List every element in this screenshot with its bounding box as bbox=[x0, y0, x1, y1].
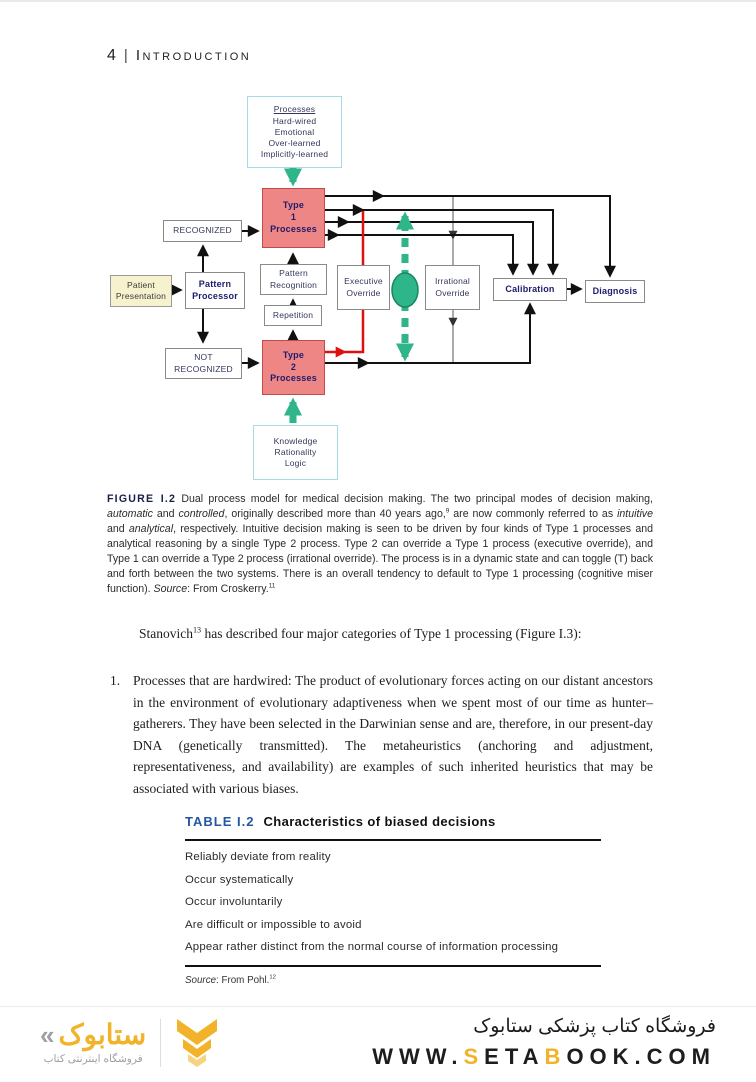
setabook-logo: « ستابوک فروشگاه اینترنتی کتاب bbox=[40, 1017, 219, 1069]
box-type1-processes: Type 1 Processes bbox=[262, 188, 325, 248]
box-pattern-recognition: Pattern Recognition bbox=[260, 264, 327, 295]
table-row: Reliably deviate from reality bbox=[185, 851, 331, 863]
logo-wordmark: ستابوک bbox=[58, 1019, 147, 1050]
list-item-text: Processes that are hardwired: The produc… bbox=[133, 673, 653, 796]
table-source: Source: From Pohl.12 bbox=[185, 974, 276, 986]
page-header: 4 | Introduction bbox=[107, 47, 251, 65]
box-hardwired-processes: Processes Hard-wired Emotional Over-lear… bbox=[247, 96, 342, 168]
table-row: Are difficult or impossible to avoid bbox=[185, 918, 362, 931]
box-recognized: RECOGNIZED bbox=[163, 220, 242, 242]
footer-right: فروشگاه کتاب پزشکی ستابوک WWW.SETABOOK.C… bbox=[372, 1015, 716, 1070]
box-irrational-override: Irrational Override bbox=[425, 265, 480, 310]
logo-caption: فروشگاه اینترنتی کتاب bbox=[43, 1053, 143, 1065]
box-type2-processes: Type 2 Processes bbox=[262, 340, 325, 395]
box-repetition: Repetition bbox=[264, 305, 322, 326]
processes-list: Hard-wired Emotional Over-learned Implic… bbox=[260, 115, 329, 160]
footer-url: WWW.SETABOOK.COM bbox=[372, 1044, 716, 1069]
box-patient-presentation: Patient Presentation bbox=[110, 275, 172, 307]
processes-title: Processes bbox=[273, 103, 316, 114]
header-separator: | bbox=[123, 47, 129, 64]
list-item-number: 1. bbox=[110, 673, 121, 688]
logo-wordmark-block: « ستابوک فروشگاه اینترنتی کتاب bbox=[40, 1019, 147, 1066]
box-knowledge-rationality-logic: Knowledge Rationality Logic bbox=[253, 425, 338, 480]
table-rows: Reliably deviate from reality Occur syst… bbox=[185, 841, 601, 965]
table-row: Appear rather distinct from the normal c… bbox=[185, 941, 559, 953]
figure-dual-process-diagram: Processes Hard-wired Emotional Over-lear… bbox=[105, 90, 655, 492]
table-top-rule bbox=[185, 839, 601, 841]
toggle-ellipse bbox=[391, 272, 419, 308]
page-number: 4 bbox=[107, 47, 117, 64]
box-calibration: Calibration bbox=[493, 278, 567, 301]
guillemet-icon: « bbox=[40, 1020, 55, 1050]
figure-caption: FIGURE I.2 Dual process model for medica… bbox=[107, 493, 653, 595]
table-title-text: Characteristics of biased decisions bbox=[263, 814, 496, 829]
table-title: TABLE I.2 Characteristics of biased decis… bbox=[185, 814, 601, 829]
footer-tagline: فروشگاه کتاب پزشکی ستابوک bbox=[473, 1016, 716, 1037]
box-pattern-processor: Pattern Processor bbox=[185, 272, 245, 309]
box-diagnosis: Diagnosis bbox=[585, 280, 645, 303]
table-label: TABLE I.2 bbox=[185, 814, 255, 829]
box-executive-override: Executive Override bbox=[337, 265, 390, 310]
body-paragraph: Stanovich13 has described four major cat… bbox=[139, 625, 582, 641]
table-bottom-rule bbox=[185, 964, 601, 967]
box-not-recognized: NOT RECOGNIZED bbox=[165, 348, 242, 379]
logo-divider bbox=[160, 1019, 162, 1067]
list-item-1: 1. Processes that are hardwired: The pro… bbox=[110, 670, 653, 799]
chapter-title: Introduction bbox=[135, 47, 252, 64]
table-row: Occur systematically bbox=[185, 873, 294, 886]
table-row: Occur involuntarily bbox=[185, 896, 283, 908]
flow-arrows-layer bbox=[170, 168, 616, 423]
setabook-chevron-icon bbox=[177, 1019, 218, 1067]
table-biased-decisions: TABLE I.2 Characteristics of biased decis… bbox=[185, 814, 601, 986]
footer-band: « ستابوک فروشگاه اینترنتی کتاب فروشگاه ک… bbox=[0, 1006, 756, 1082]
